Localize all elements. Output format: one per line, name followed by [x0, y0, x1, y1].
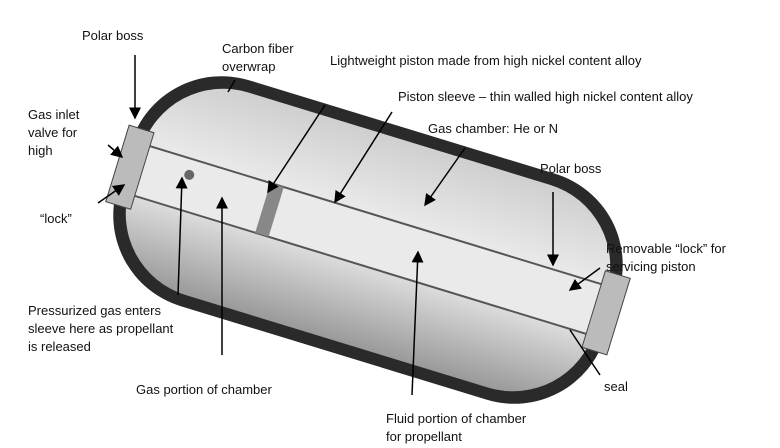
label-fluid-1: Fluid portion of chamber	[386, 411, 527, 426]
label-carbon-fiber-2: overwrap	[222, 59, 276, 74]
piston	[255, 182, 284, 237]
label-gas-chamber: Gas chamber: He or N	[428, 121, 559, 136]
label-gas-inlet-1: Gas inlet	[28, 107, 80, 122]
label-gas-portion: Gas portion of chamber	[136, 382, 272, 397]
leader-lines	[97, 55, 601, 396]
label-removable-lock-1: Removable “lock” for	[606, 241, 726, 256]
label-lock: “lock”	[40, 211, 72, 226]
label-removable-lock-2: servicing piston	[606, 259, 696, 274]
right-polar-boss	[581, 270, 631, 356]
label-fluid-2: for propellant	[386, 429, 462, 444]
label-gas-inlet-3: high	[28, 143, 53, 158]
label-piston: Lightweight piston made from high nickel…	[330, 53, 642, 68]
label-pressurized-2: sleeve here as propellant	[28, 321, 174, 336]
label-polar-boss-left: Polar boss	[82, 28, 144, 43]
label-sleeve: Piston sleeve – thin walled high nickel …	[398, 89, 693, 104]
label-pressurized-3: is released	[28, 339, 91, 354]
label-pressurized-1: Pressurized gas enters	[28, 303, 161, 318]
label-carbon-fiber-1: Carbon fiber	[222, 41, 294, 56]
label-seal: seal	[604, 379, 628, 394]
label-gas-inlet-2: valve for	[28, 125, 78, 140]
label-polar-boss-right: Polar boss	[540, 161, 602, 176]
